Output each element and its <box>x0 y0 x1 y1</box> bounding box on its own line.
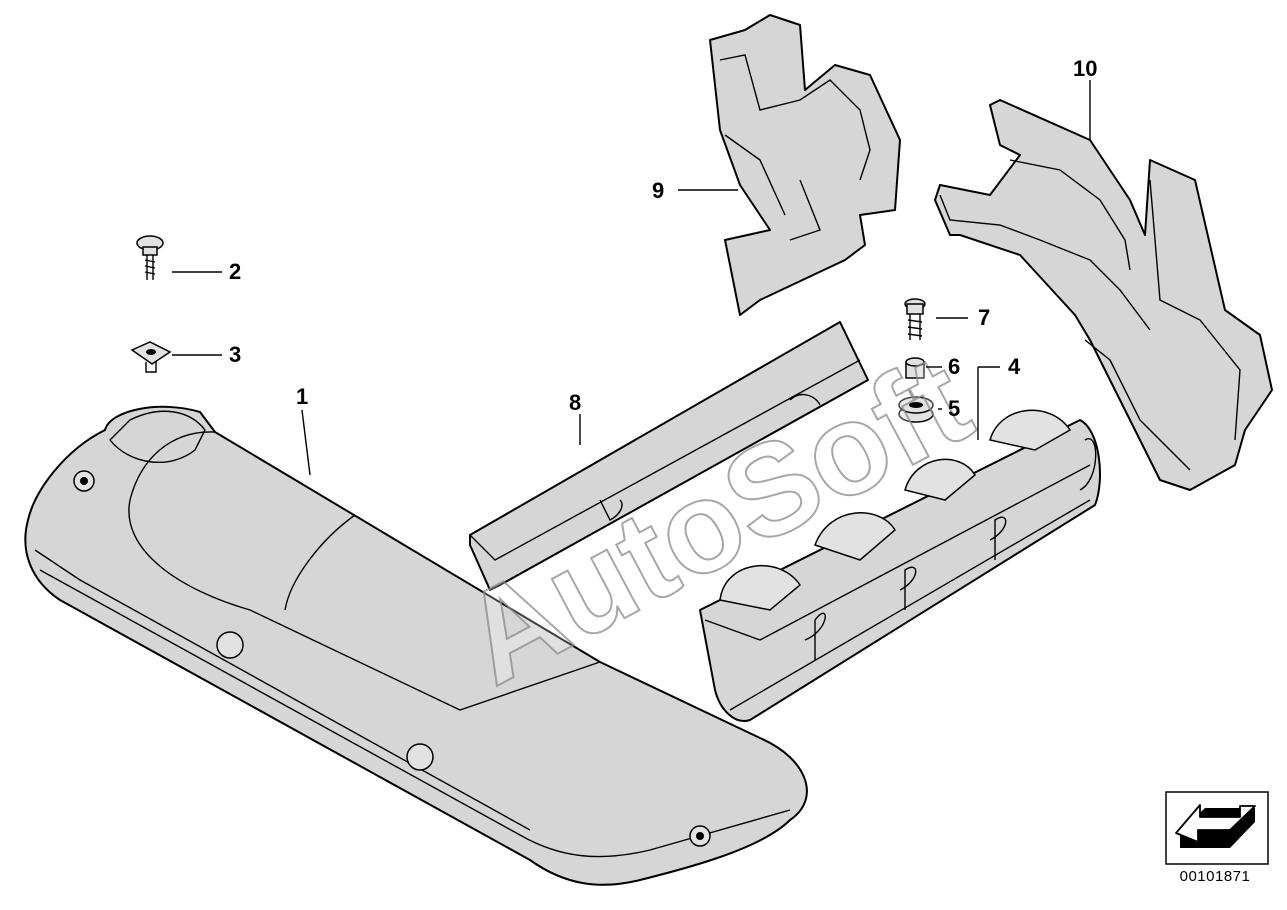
callout-1: 1 <box>296 384 308 409</box>
callout-2: 2 <box>229 259 241 284</box>
part-10-heat-shield <box>934 99 1273 491</box>
part-4-cylinder-cover <box>699 409 1101 722</box>
part-2-screw <box>136 235 164 280</box>
part-9-insulation-block <box>709 14 901 316</box>
part-5-grommet <box>898 396 934 423</box>
arrow-orientation-icon <box>1165 791 1269 865</box>
part-7-bolt <box>904 298 926 340</box>
part-6-sleeve <box>905 357 925 379</box>
callout-4: 4 <box>1008 354 1021 379</box>
callout-8: 8 <box>569 390 581 415</box>
callout-7: 7 <box>978 305 990 330</box>
diagram-id: 00101871 <box>1179 868 1251 885</box>
part-3-clip-nut <box>130 341 172 373</box>
part-8-channel-bar <box>469 321 869 591</box>
callout-10: 10 <box>1073 56 1097 81</box>
callout-labels: 1 2 3 4 5 6 7 8 9 10 <box>229 56 1097 421</box>
leader-lines <box>172 80 1091 476</box>
callout-6: 6 <box>948 354 960 379</box>
callout-9: 9 <box>652 178 664 203</box>
callout-3: 3 <box>229 342 241 367</box>
part-1-engine-cover <box>24 405 808 886</box>
callout-5: 5 <box>948 396 960 421</box>
